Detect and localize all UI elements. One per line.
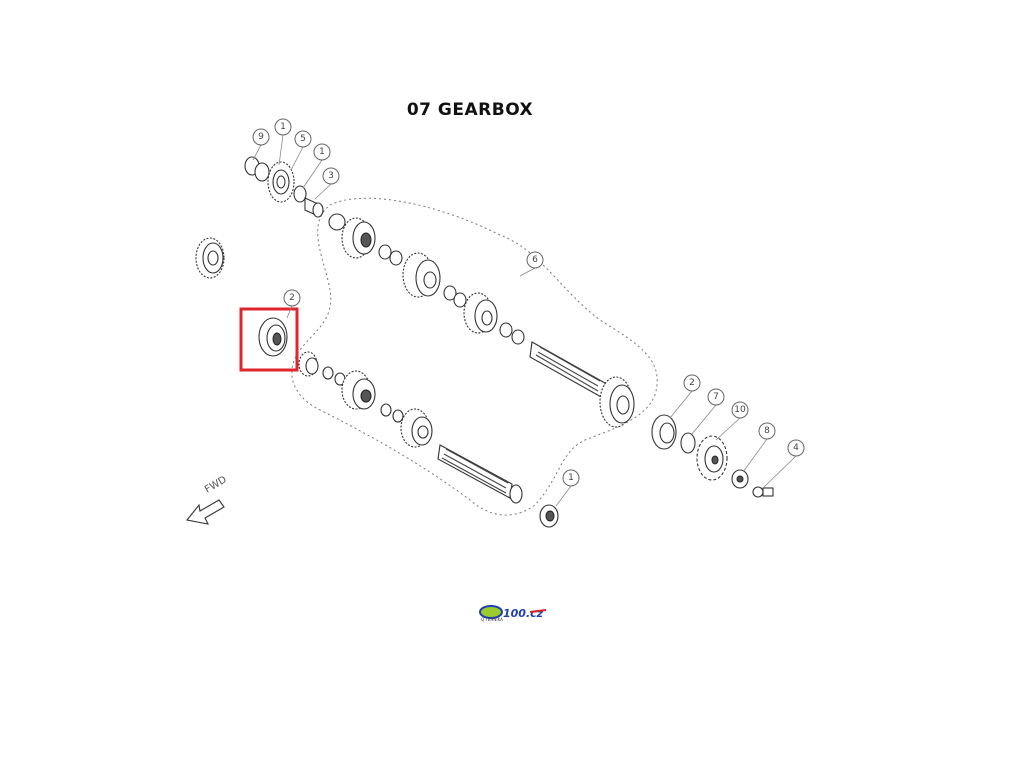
callout-label: 2 [289,293,295,303]
callout-label: 1 [568,473,574,483]
shaft-gear-3 [463,292,498,334]
callout-label: 1 [319,147,325,157]
callout-9: 10 [715,401,749,441]
counter-gear-1 [298,351,319,377]
gear-5 [267,161,295,203]
callout-label: 4 [793,443,799,453]
part-callouts: 9 1 5 1 3 6 2 2 7 10 8 4 1 [252,118,805,507]
callout-8: 7 [691,388,725,435]
counter-gear-3 [400,408,433,448]
logo-text: 100.cz [503,607,544,620]
shaft-gear-large [599,376,635,428]
callout-label: 3 [328,171,334,181]
fwd-label: FWD [203,474,229,495]
counter-shaft-assembly [298,351,523,504]
callout-5: 6 [519,251,544,277]
highlight-frame [239,307,299,372]
callout-3: 1 [302,143,331,189]
callout-label: 2 [689,378,695,388]
shaft-gear-1 [341,217,376,259]
main-shaft [529,341,606,399]
upper-left-parts [244,156,324,218]
lock-plate-8 [731,469,749,489]
brand-logo: 100.cz Q TEHNIKA [479,605,547,622]
callout-1: 1 [274,118,292,166]
highlighted-bearing-2 [239,307,299,372]
washer-1 [254,162,270,182]
callout-label: 1 [280,122,286,132]
fwd-arrow-icon [186,499,225,525]
bolt-4 [752,486,774,498]
washer-7 [680,432,696,454]
callout-label: 8 [764,426,770,436]
needle-bearing-3 [304,197,324,218]
callout-label: 5 [300,134,306,144]
callout-label: 10 [734,405,746,415]
callout-label: 9 [258,132,264,142]
callout-10: 8 [742,422,776,473]
bearing-2 [651,414,677,450]
main-shaft-assembly [328,213,635,428]
shaft-gear-2 [402,252,441,298]
counter-shaft [437,444,523,504]
logo-tagline: Q TEHNIKA [481,617,503,622]
bearing-1-lower [539,504,559,528]
callout-12: 1 [555,469,580,507]
sprocket-10 [696,435,728,481]
callout-6: 2 [283,289,301,319]
forward-direction-indicator: FWD [186,474,229,525]
washer-1b [293,185,307,203]
callout-label: 7 [713,392,719,402]
diagram-title: 07 GEARBOX [406,100,534,120]
loose-gear [195,237,225,279]
callout-4: 3 [314,167,340,200]
callout-2: 5 [290,130,312,171]
callout-11: 4 [762,439,805,489]
callout-0: 9 [252,128,270,161]
output-side-parts [651,414,774,498]
callout-label: 6 [532,255,538,265]
counter-gear-2 [341,370,376,410]
callout-7: 2 [669,374,701,419]
